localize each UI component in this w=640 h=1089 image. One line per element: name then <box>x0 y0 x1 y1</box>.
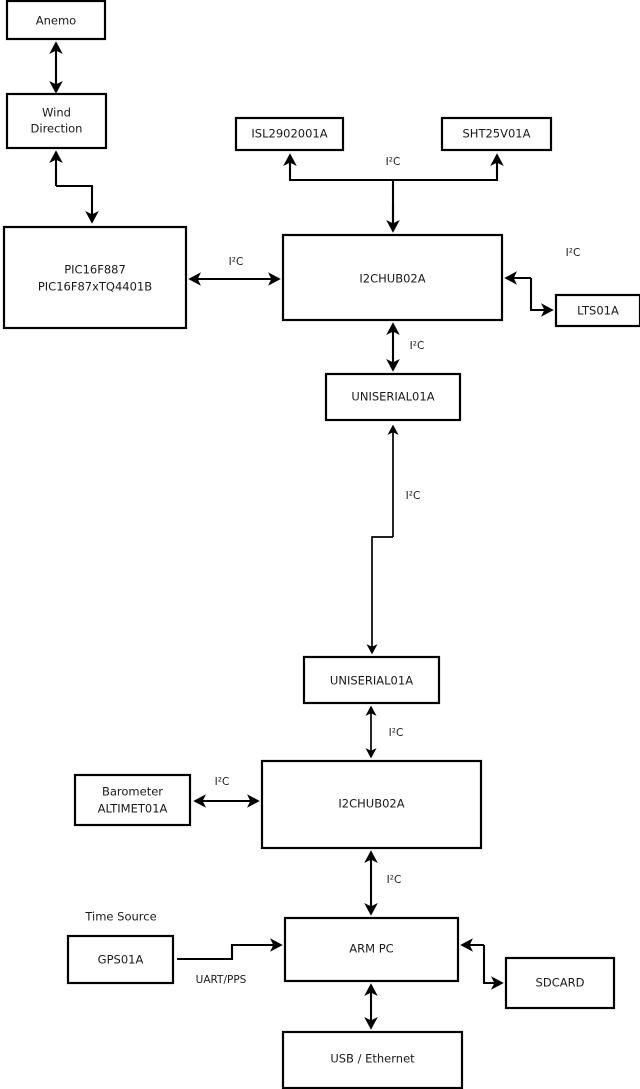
node-lts01a[interactable]: LTS01A <box>554 293 640 328</box>
edge-label-i2c-hub-armpc: I²C <box>387 874 402 886</box>
label-time-source: Time Source <box>84 910 156 924</box>
node-gps01a[interactable]: GPS01A <box>66 934 175 985</box>
edge-label-i2c-baro-hub: I²C <box>215 776 230 788</box>
node-isl2902001a-label: ISL2902001A <box>251 127 327 141</box>
node-lts01a-label: LTS01A <box>577 304 619 318</box>
edge-label-uart-pps: UART/PPS <box>196 974 247 986</box>
node-uniserial01a-top-label: UNISERIAL01A <box>351 390 434 404</box>
node-wind-direction-label-line2: Direction <box>31 122 83 136</box>
node-arm-pc-label: ARM PC <box>349 942 393 956</box>
node-uniserial01a-top[interactable]: UNISERIAL01A <box>324 372 462 422</box>
wire-hub-sht <box>393 153 504 182</box>
node-i2chub02a-top-label: I2CHUB02A <box>359 272 425 286</box>
node-wind-direction-label-line1: Wind <box>42 106 71 120</box>
edge-label-i2c-hub-lts: I²C <box>566 247 581 259</box>
wire-hub-to-lts <box>529 278 554 317</box>
node-sht25v01a[interactable]: SHT25V01A <box>440 116 553 152</box>
node-pic-mcu-label-line2: PIC16F87xTQ4401B <box>38 280 152 294</box>
node-i2chub02a-bottom-label: I2CHUB02A <box>338 797 404 811</box>
node-gps01a-label: GPS01A <box>98 953 144 967</box>
node-wind-direction[interactable]: Wind Direction <box>5 92 108 150</box>
node-sht25v01a-label: SHT25V01A <box>463 127 531 141</box>
node-anemo[interactable]: Anemo <box>5 0 107 41</box>
node-usb-ethernet[interactable]: USB / Ethernet <box>281 1030 464 1089</box>
edge-label-i2c-uniserial-link: I²C <box>406 490 421 502</box>
node-barometer-label-line2: ALTIMET01A <box>98 802 168 816</box>
node-i2chub02a-bottom[interactable]: I2CHUB02A <box>260 759 483 850</box>
node-arm-pc[interactable]: ARM PC <box>283 916 460 983</box>
node-i2chub02a-top[interactable]: I2CHUB02A <box>281 233 504 322</box>
node-barometer-label-line1: Barometer <box>102 785 163 799</box>
node-barometer[interactable]: Barometer ALTIMET01A <box>73 773 192 827</box>
node-uniserial01a-bottom-label: UNISERIAL01A <box>330 674 413 688</box>
wire-hub-isl <box>283 153 395 231</box>
node-sdcard-label: SDCARD <box>536 976 585 990</box>
edge-label-i2c-sensors-top: I²C <box>386 156 401 168</box>
edge-label-i2c-pic-hub: I²C <box>229 256 244 268</box>
edge-label-i2c-hub-uniserial: I²C <box>410 340 425 352</box>
wire-gps-armpc <box>177 938 283 961</box>
wire-uniserial-link-down <box>366 536 393 655</box>
node-sdcard[interactable]: SDCARD <box>504 956 616 1010</box>
node-usb-ethernet-label: USB / Ethernet <box>330 1052 415 1066</box>
wire-wind-pic-down <box>56 184 99 224</box>
node-pic-mcu[interactable]: PIC16F887 PIC16F87xTQ4401B <box>2 225 188 330</box>
node-pic-mcu-label-line1: PIC16F887 <box>64 263 126 277</box>
node-uniserial01a-bottom[interactable]: UNISERIAL01A <box>302 655 441 705</box>
edge-label-i2c-uniserial-hub: I²C <box>389 727 404 739</box>
wire-armpc-to-sdcard <box>482 945 504 990</box>
node-anemo-label: Anemo <box>36 14 76 28</box>
node-isl2902001a[interactable]: ISL2902001A <box>234 116 345 152</box>
